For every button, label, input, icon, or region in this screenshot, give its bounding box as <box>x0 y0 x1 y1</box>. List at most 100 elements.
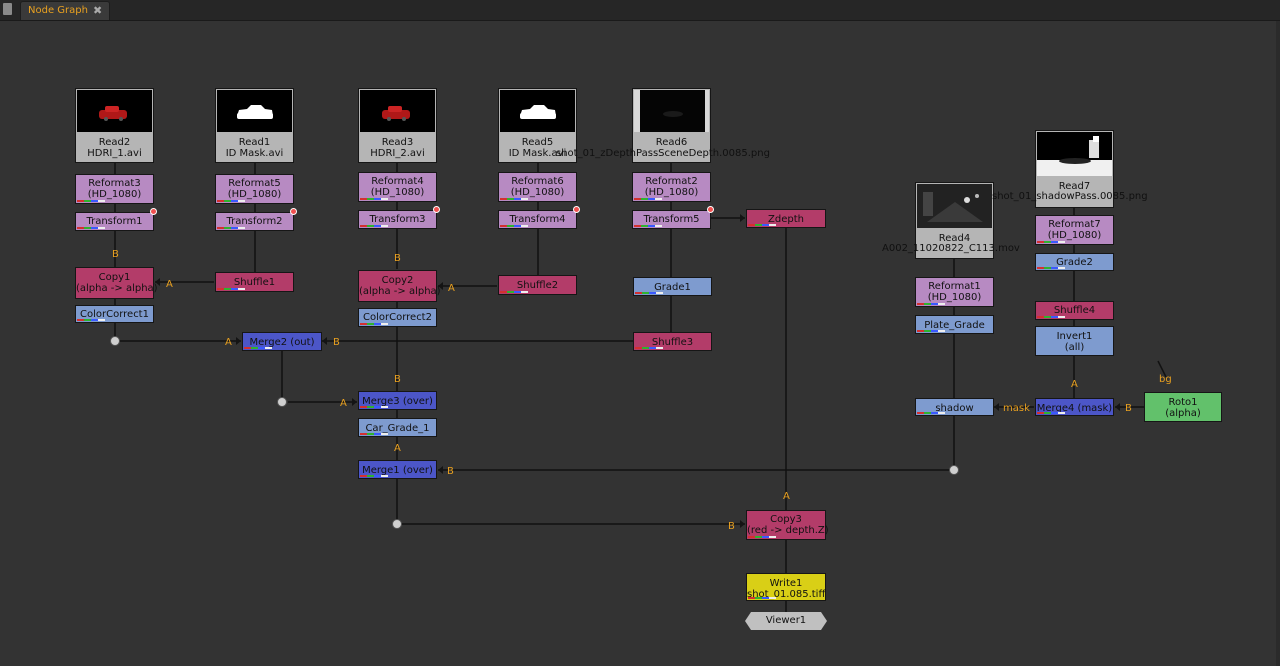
shuffle1-node[interactable]: Shuffle1 <box>215 272 294 292</box>
channel-strip <box>360 475 388 477</box>
pipe-label: A <box>166 279 173 290</box>
channel-strip <box>748 224 776 226</box>
colorcorrect1-node[interactable]: ColorCorrect1 <box>75 305 154 323</box>
node-sublabel: (HD_1080) <box>644 187 699 198</box>
dot-node[interactable] <box>110 336 120 346</box>
node-label: Reformat4 <box>371 176 424 187</box>
channel-strip <box>917 412 945 414</box>
reformat3-node[interactable]: Reformat3(HD_1080) <box>75 174 154 204</box>
node-file: HDRI_2.avi <box>370 148 425 159</box>
plate-grade-node[interactable]: Plate_Grade <box>915 315 994 334</box>
node-label: Transform1 <box>86 216 143 227</box>
transform3-node[interactable]: Transform3 <box>358 210 437 229</box>
grade2-node[interactable]: Grade2 <box>1035 253 1114 271</box>
pipe-label: A <box>225 337 232 348</box>
merge1-node[interactable]: Merge1 (over) <box>358 460 437 479</box>
node-label: Write1 <box>769 578 803 589</box>
night-street-thumbnail <box>917 184 992 228</box>
dot-node[interactable] <box>949 465 959 475</box>
read7-node[interactable]: Read7 <box>1035 130 1114 208</box>
node-label: Read1 <box>238 137 271 148</box>
transform-indicator-icon <box>433 206 440 213</box>
channel-strip <box>217 227 245 229</box>
channel-strip <box>360 433 388 435</box>
node-label: Read5 <box>521 137 554 148</box>
invert1-node[interactable]: Invert1(all) <box>1035 326 1114 356</box>
dot-node[interactable] <box>277 397 287 407</box>
pipe-label: B <box>728 521 735 532</box>
roto1-node[interactable]: Roto1(alpha) <box>1144 392 1222 422</box>
transform4-node[interactable]: Transform4 <box>498 210 577 229</box>
read7-file-label: shot_01_shadowPass.0085.png <box>992 191 1148 202</box>
channel-strip <box>635 347 663 349</box>
copy1-node[interactable]: Copy1(alpha -> alpha) <box>75 267 158 299</box>
depth-pass-thumbnail <box>634 90 709 132</box>
dot-node[interactable] <box>392 519 402 529</box>
reformat4-node[interactable]: Reformat4(HD_1080) <box>358 172 437 202</box>
channel-strip <box>635 292 663 294</box>
pipe-label: B <box>394 253 401 264</box>
colorcorrect2-node[interactable]: ColorCorrect2 <box>358 308 437 327</box>
node-label: Grade1 <box>654 282 691 293</box>
transform-indicator-icon <box>150 208 157 215</box>
pipe-label: mask <box>1003 403 1030 414</box>
zdepth-node[interactable]: Zdepth <box>746 209 826 228</box>
node-sublabel: (HD_1080) <box>510 187 565 198</box>
input-arrow-icon <box>352 398 357 406</box>
transform2-node[interactable]: Transform2 <box>215 212 294 231</box>
node-label: Merge4 (mask) <box>1036 403 1113 414</box>
shuffle3-node[interactable]: Shuffle3 <box>633 332 712 351</box>
merge3-node[interactable]: Merge3 (over) <box>358 391 437 410</box>
channel-strip <box>77 227 105 229</box>
node-label: Copy3 <box>770 514 802 525</box>
node-sublabel: (alpha -> alpha) <box>359 286 441 297</box>
transform1-node[interactable]: Transform1 <box>75 212 154 231</box>
node-label: Copy2 <box>381 275 414 286</box>
channel-strip <box>917 330 945 332</box>
transform5-node[interactable]: Transform5 <box>632 210 711 229</box>
node-label: Merge3 (over) <box>362 396 433 407</box>
node-label: ColorCorrect2 <box>363 312 432 323</box>
copy2-node[interactable]: Copy2(alpha -> alpha) <box>358 270 441 302</box>
shadow-node[interactable]: shadow <box>915 398 994 416</box>
node-label: Transform2 <box>226 216 283 227</box>
node-sublabel: (HD_1080) <box>927 292 982 303</box>
node-sublabel: (HD_1080) <box>227 189 282 200</box>
panel-menu-icon[interactable] <box>3 3 12 15</box>
node-label: Reformat7 <box>1048 219 1101 230</box>
node-label: Roto1 <box>1168 397 1198 408</box>
transform-indicator-icon <box>573 206 580 213</box>
node-label: ColorCorrect1 <box>80 309 149 320</box>
node-file: ID Mask.avi <box>225 148 284 159</box>
read6-node[interactable]: Read6 <box>632 88 711 163</box>
viewer1-node[interactable]: Viewer1 <box>745 612 827 630</box>
shuffle4-node[interactable]: Shuffle4 <box>1035 301 1114 320</box>
reformat1-node[interactable]: Reformat1(HD_1080) <box>915 277 994 307</box>
tab-close-icon[interactable]: ✖ <box>93 4 103 17</box>
read4-node[interactable]: Read4 <box>915 182 994 259</box>
merge4-node[interactable]: Merge4 (mask) <box>1035 398 1114 416</box>
tab-node-graph[interactable]: Node Graph ✖ <box>20 1 110 20</box>
reformat6-node[interactable]: Reformat6(HD_1080) <box>498 172 577 202</box>
node-label: Reformat6 <box>511 176 564 187</box>
node-sublabel: shot_01.085.tiff <box>747 589 826 600</box>
input-arrow-icon <box>155 278 160 286</box>
grade1-node[interactable]: Grade1 <box>633 277 712 296</box>
shuffle2-node[interactable]: Shuffle2 <box>498 275 577 295</box>
reformat5-node[interactable]: Reformat5(HD_1080) <box>215 174 294 204</box>
node-file: ID Mask.avi <box>508 148 567 159</box>
node-label: Car_Grade_1 <box>365 423 430 434</box>
car-grade-node[interactable]: Car_Grade_1 <box>358 418 437 437</box>
node-label: Merge1 (over) <box>362 465 433 476</box>
merge2-node[interactable]: Merge2 (out) <box>242 332 322 351</box>
reformat2-node[interactable]: Reformat2(HD_1080) <box>632 172 711 202</box>
copy3-node[interactable]: Copy3(red -> depth.Z) <box>746 510 829 540</box>
reformat7-node[interactable]: Reformat7(HD_1080) <box>1035 215 1114 245</box>
transform-indicator-icon <box>290 208 297 215</box>
